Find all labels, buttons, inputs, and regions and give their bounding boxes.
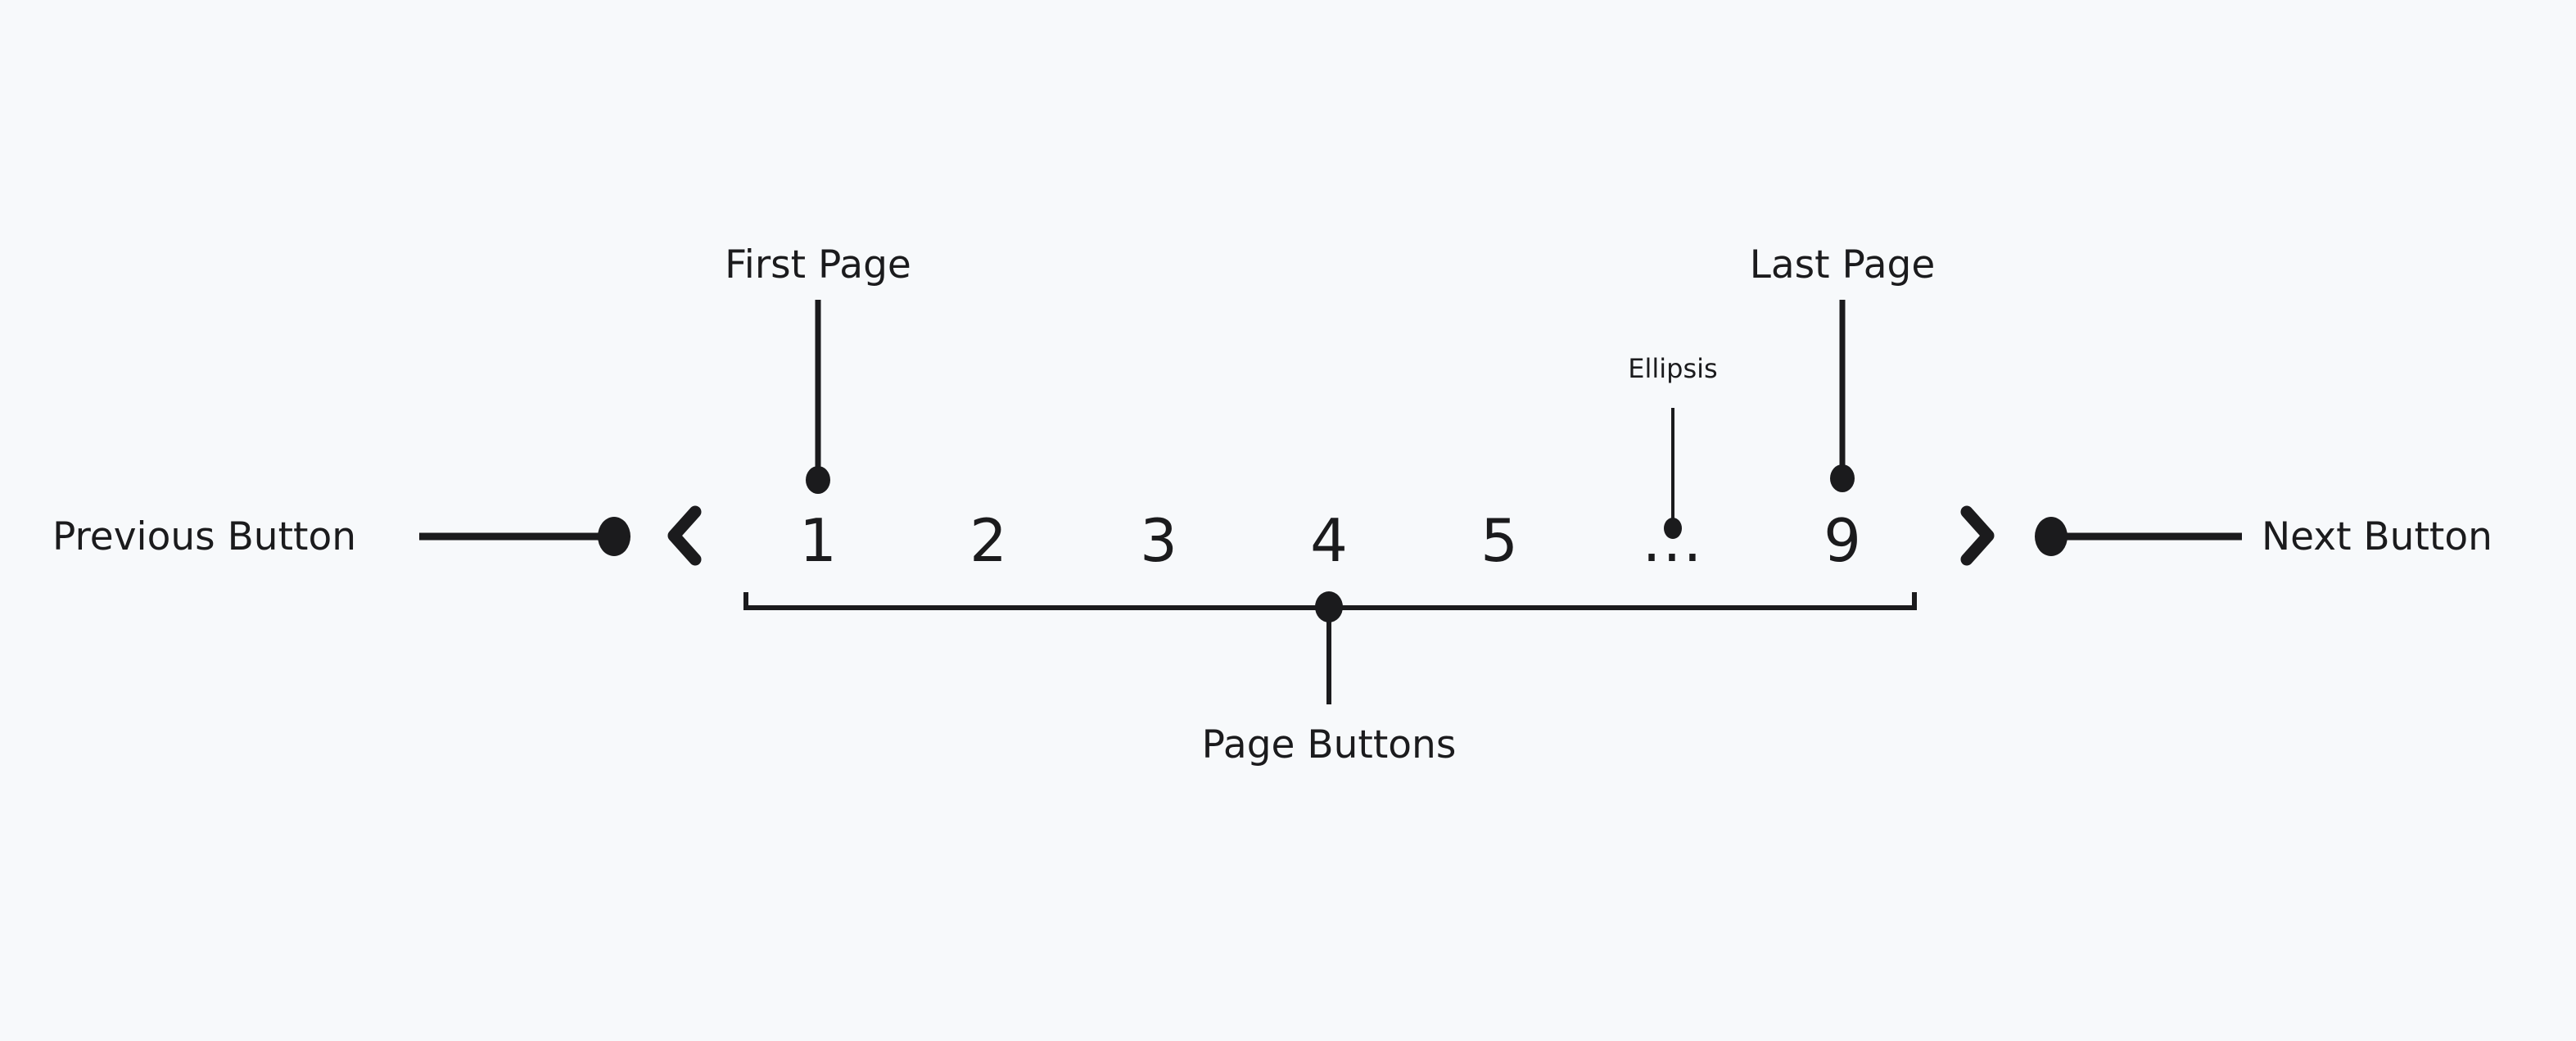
page-buttons-leader-dot [1315,591,1343,622]
annotation-ellipsis: Ellipsis [1628,353,1718,384]
page-button-2[interactable]: 2 [969,506,1007,575]
last-page-leader-dot [1830,464,1855,492]
annotation-last-page: Last Page [1749,242,1936,287]
chevron-right-icon [1960,505,1995,566]
page-button-3[interactable]: 3 [1140,506,1177,575]
ellipsis-leader-dot [1664,518,1682,539]
page-button-4[interactable]: 4 [1310,506,1348,575]
previous-page-button[interactable] [662,504,707,571]
previous-leader-dot [598,517,630,556]
annotation-first-page: First Page [725,242,911,287]
next-page-button[interactable] [1954,504,1998,571]
annotation-previous-button: Previous Button [52,514,356,559]
page-button-1[interactable]: 1 [799,506,837,575]
annotation-next-button: Next Button [2262,514,2492,559]
page-button-9[interactable]: 9 [1824,506,1861,575]
page-ellipsis: ... [1642,506,1704,575]
chevron-left-icon [667,505,702,566]
first-page-leader-dot [806,466,830,494]
annotation-page-buttons: Page Buttons [1201,722,1457,767]
page-button-5[interactable]: 5 [1480,506,1518,575]
